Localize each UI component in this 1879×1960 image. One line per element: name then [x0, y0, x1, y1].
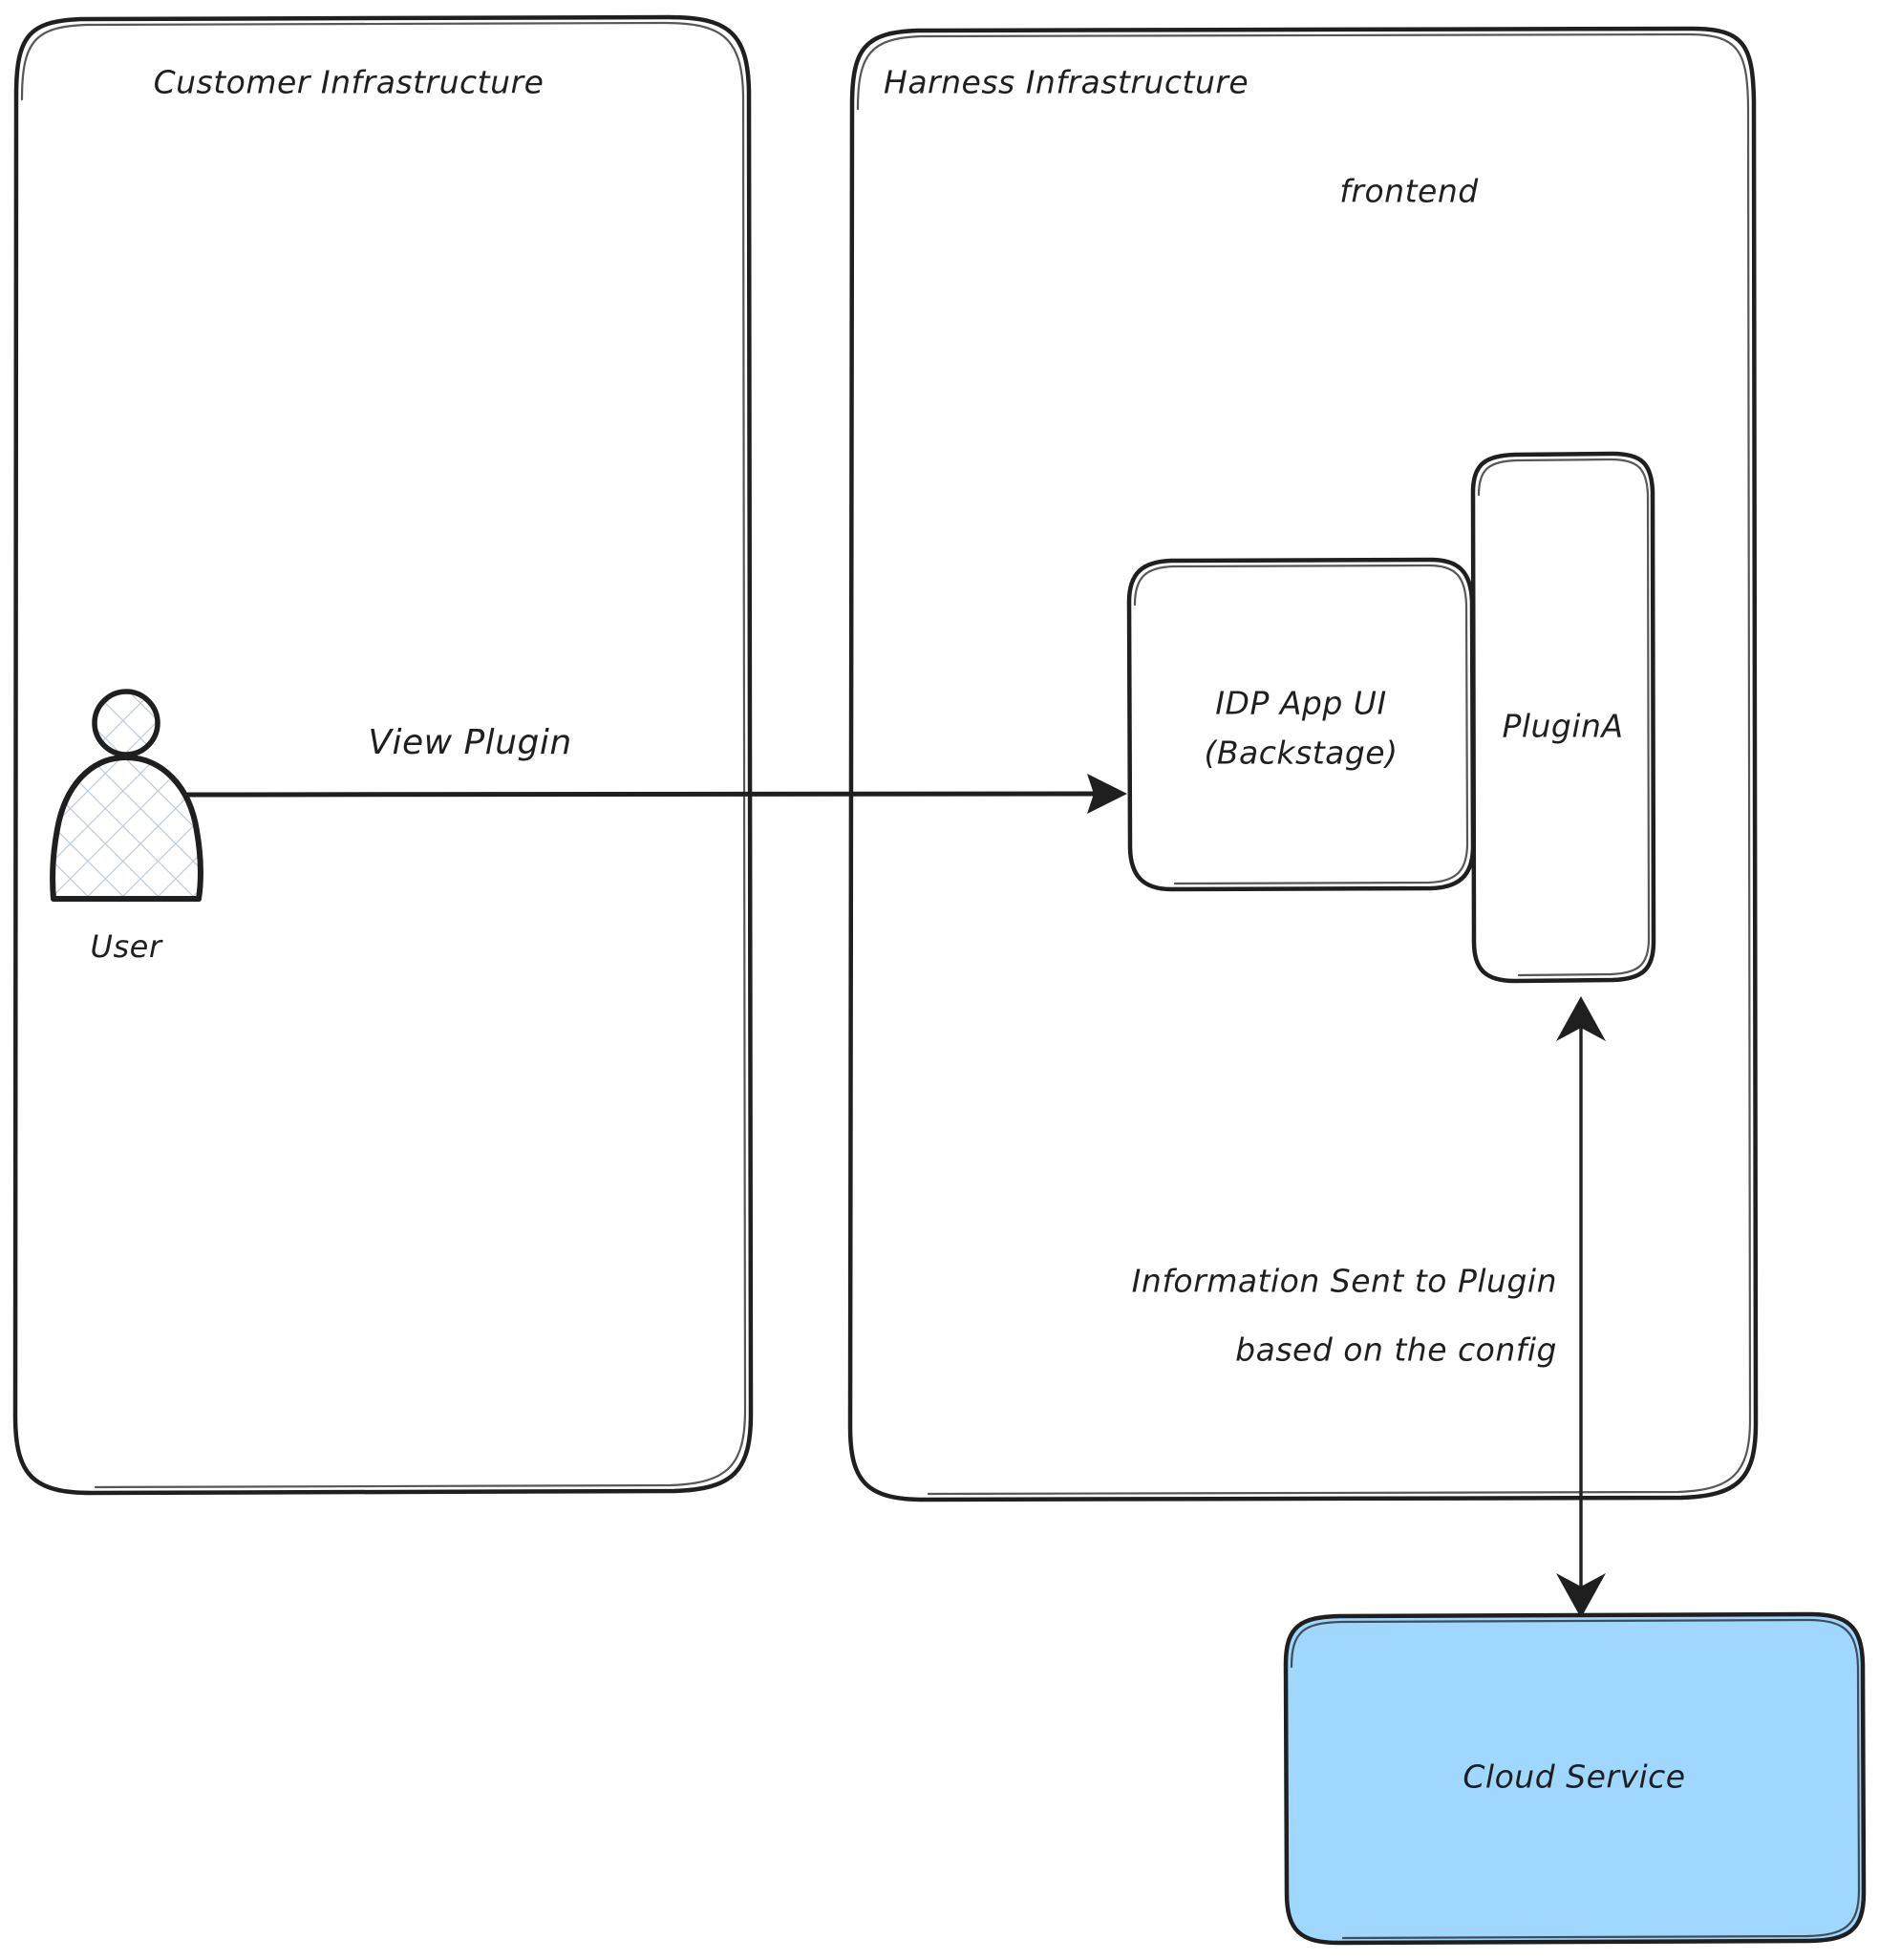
node-idp-app-ui[interactable]: IDP App UI (Backstage)	[1126, 557, 1476, 892]
group-title-frontend: frontend	[1339, 173, 1479, 210]
node-cloud-service[interactable]: Cloud Service	[1283, 1611, 1867, 1946]
node-label-plugin-a: PluginA	[1502, 708, 1623, 745]
node-label-cloud-service: Cloud Service	[1463, 1758, 1685, 1796]
edge-label-view-plugin: View Plugin	[368, 723, 571, 762]
edge-plugin-a-to-cloud-service[interactable]: Information Sent to Plugin based on the …	[1132, 996, 1606, 1618]
container-title-customer-infrastructure: Customer Infrastructure	[154, 64, 544, 101]
node-plugin-a[interactable]: PluginA	[1470, 451, 1656, 984]
container-customer-infrastructure[interactable]: Customer Infrastructure	[12, 14, 754, 1496]
node-label-idp-app-ui-line1: IDP App UI	[1215, 685, 1386, 722]
user-actor-icon[interactable]: User	[50, 689, 204, 965]
edge-label-info-sent-line2: based on the config	[1235, 1332, 1557, 1369]
edge-user-to-idp-app-ui[interactable]: View Plugin	[186, 723, 1127, 814]
user-actor-label: User	[91, 928, 163, 965]
cloud-service-box-fill	[1283, 1611, 1867, 1946]
edge-label-info-sent-line1: Information Sent to Plugin	[1132, 1263, 1557, 1300]
node-label-idp-app-ui-line2: (Backstage)	[1205, 735, 1399, 772]
container-title-harness-infrastructure: Harness Infrastructure	[884, 64, 1249, 101]
